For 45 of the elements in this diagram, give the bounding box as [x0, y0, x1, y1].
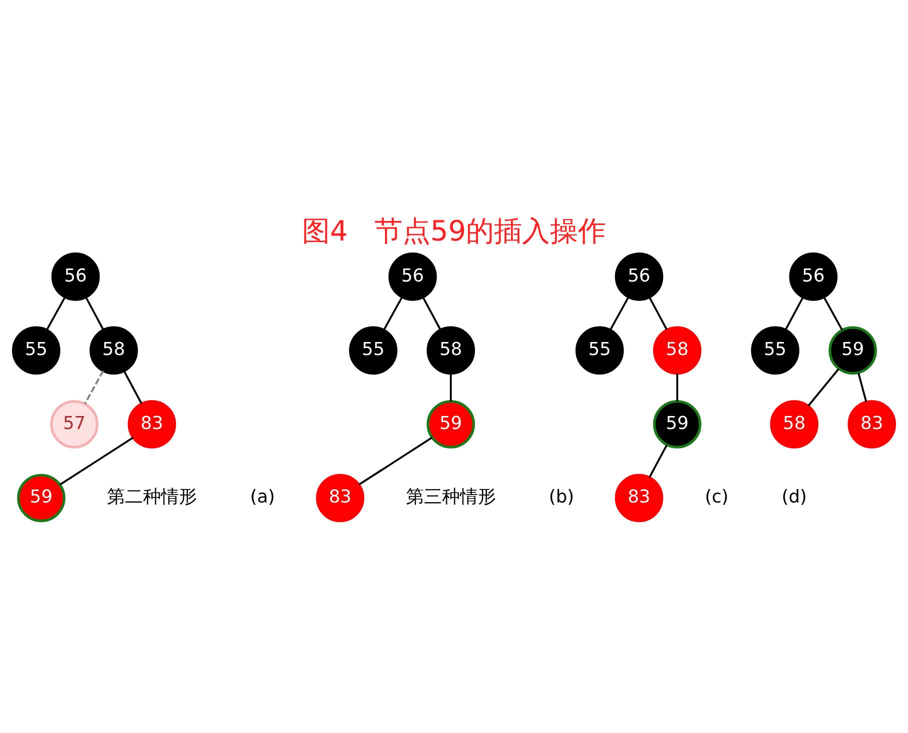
- node-circle: 55: [349, 326, 398, 374]
- node-circle: 59: [828, 326, 877, 374]
- node-circle: 83: [128, 400, 176, 448]
- node-circle: 58: [653, 326, 702, 374]
- label: (d): [782, 486, 807, 508]
- connector: [85, 296, 104, 330]
- label: (c): [704, 486, 729, 508]
- connector: [823, 296, 844, 330]
- node-circle: 55: [12, 326, 60, 374]
- connector: [84, 370, 104, 404]
- node-circle: 59: [17, 473, 66, 522]
- connector: [609, 296, 630, 330]
- connector: [382, 296, 403, 330]
- connector: [450, 373, 452, 401]
- node-circle: 59: [426, 400, 475, 448]
- node-circle: 57: [50, 400, 98, 448]
- node-circle: 58: [426, 326, 475, 374]
- node-circle: 55: [575, 326, 624, 374]
- connector: [46, 296, 66, 330]
- label: 第三种情形: [406, 486, 496, 508]
- node-circle: 56: [51, 252, 100, 300]
- label: 第二种情形: [106, 486, 197, 508]
- node-circle: 56: [388, 252, 437, 300]
- connector: [123, 370, 142, 404]
- connector: [784, 296, 804, 330]
- connector: [358, 436, 433, 485]
- node-circle: 59: [653, 400, 702, 448]
- connector: [60, 436, 134, 485]
- node-circle: 56: [789, 252, 838, 300]
- label: (a): [250, 486, 275, 508]
- node-circle: 83: [848, 400, 896, 448]
- label: (b): [548, 486, 574, 508]
- connector: [422, 296, 442, 330]
- connector: [808, 368, 840, 406]
- connector: [676, 373, 678, 401]
- diagram-title: 图4 节点59的插入操作: [302, 214, 606, 248]
- connector: [857, 372, 868, 402]
- node-circle: 83: [614, 473, 664, 522]
- connector: [648, 296, 668, 330]
- node-circle: 83: [316, 473, 364, 522]
- node-circle: 56: [614, 252, 664, 300]
- node-circle: 58: [90, 326, 138, 374]
- connector: [648, 444, 668, 478]
- node-circle: 55: [751, 326, 800, 374]
- node-circle: 58: [770, 400, 818, 448]
